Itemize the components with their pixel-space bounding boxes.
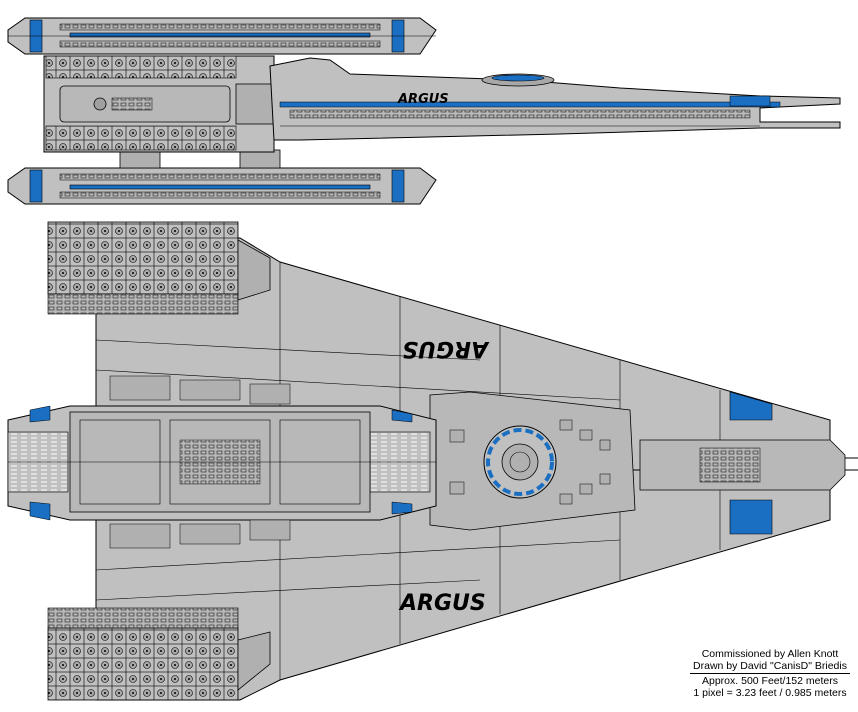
nose-detail: [639, 439, 858, 491]
upper-nacelle: [7, 17, 437, 55]
hull-greebles: [109, 375, 611, 549]
lower-nacelle: [7, 167, 437, 205]
side-spine: ARGUS: [269, 57, 841, 141]
top-hull-name-upper: ARGUS: [402, 336, 490, 361]
credit-divider: [690, 673, 850, 674]
top-center-nacelle: [7, 405, 437, 521]
top-upper-engine: [47, 221, 271, 315]
credit-drawn: Drawn by David "CanisD" Briedis: [693, 660, 847, 672]
credit-commissioned: Commissioned by Allen Knott: [701, 648, 839, 660]
side-hull-name: ARGUS: [397, 92, 449, 107]
side-view: ARGUS: [7, 17, 841, 205]
credit-scale: 1 pixel = 3.23 feet / 0.985 meters: [693, 687, 847, 699]
top-lower-engine: [47, 607, 271, 701]
credits-block: Commissioned by Allen Knott Drawn by Dav…: [690, 648, 850, 699]
side-main-hull: [43, 55, 275, 153]
top-hull-name-lower: ARGUS: [398, 591, 486, 616]
credit-length: Approx. 500 Feet/152 meters: [702, 675, 838, 687]
central-plate: [429, 391, 636, 531]
top-view: ARGUS ARGUS: [7, 221, 858, 701]
